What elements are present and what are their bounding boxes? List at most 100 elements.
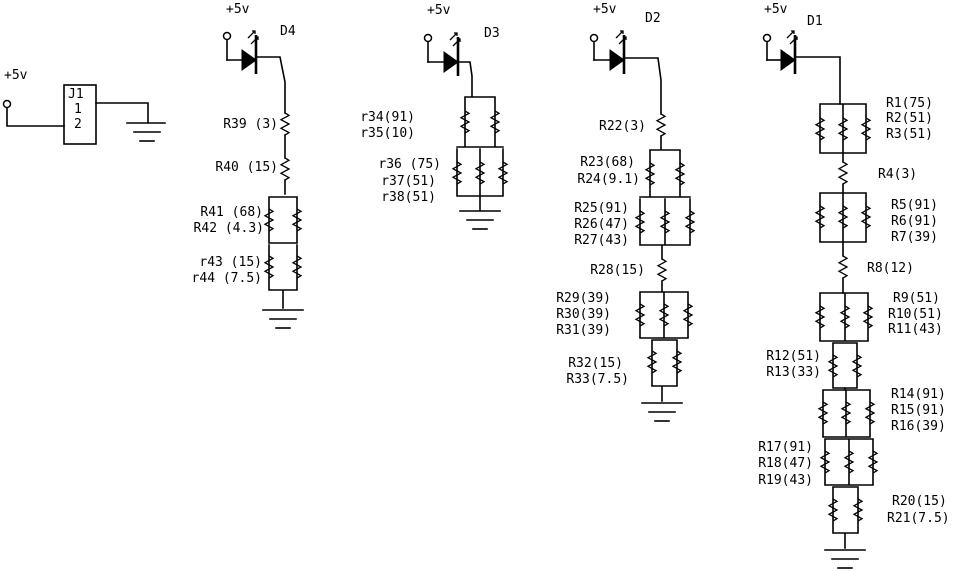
resistor-r44-icon xyxy=(291,255,303,279)
resistor-r24-icon xyxy=(674,162,686,186)
diode-label: D2 xyxy=(645,11,661,26)
resistor-r16-icon xyxy=(864,401,876,425)
resistor-r38-icon xyxy=(497,161,509,185)
resistor-r3-icon xyxy=(860,117,872,141)
resistor-r19-icon xyxy=(867,450,879,474)
diode-label: D4 xyxy=(280,24,296,39)
supply-terminal xyxy=(589,33,599,43)
resistor-r39-icon xyxy=(279,112,291,136)
resistor-label-r19: R19(43) xyxy=(758,473,813,488)
resistor-r36-icon xyxy=(451,161,463,185)
resistor-label-r35: r35(10) xyxy=(360,126,415,141)
resistor-r42-icon xyxy=(291,208,303,232)
led-icon xyxy=(443,32,461,76)
d4-branch: +5v D4 R39 (3) R40 (15) R41 (68) R42 (4.… xyxy=(192,2,304,329)
resistor-label-r32: R32(15) xyxy=(568,356,623,371)
wire xyxy=(623,57,662,115)
resistor-r35-icon xyxy=(489,110,501,134)
connector-j1: +5v J1 1 2 xyxy=(2,68,166,145)
resistor-label-r6: R6(91) xyxy=(891,214,938,229)
resistor-r43-icon xyxy=(263,255,275,279)
resistor-label-r40: R40 (15) xyxy=(215,160,278,175)
resistor-label-r15: R15(91) xyxy=(891,403,946,418)
wire xyxy=(794,56,841,105)
resistor-label-r34: r34(91) xyxy=(360,110,415,125)
led-icon xyxy=(609,30,627,74)
resistor-label-r22: R22(3) xyxy=(599,119,646,134)
resistor-r7-icon xyxy=(860,205,872,229)
resistor-label-r21: R21(7.5) xyxy=(887,511,950,526)
wire xyxy=(268,244,298,309)
resistor-label-r16: R16(39) xyxy=(891,419,946,434)
resistor-label-r38: r38(51) xyxy=(381,190,436,205)
supply-label: +5v xyxy=(427,3,451,18)
resistor-r11-icon xyxy=(862,305,874,329)
resistor-label-r17: R17(91) xyxy=(758,440,813,455)
resistor-r2-icon xyxy=(837,117,849,141)
resistor-label-r27: R27(43) xyxy=(574,233,629,248)
resistor-r4-icon xyxy=(837,161,849,185)
resistor-r18-icon xyxy=(843,450,855,474)
resistor-r10-icon xyxy=(839,305,851,329)
wire xyxy=(832,486,859,549)
resistor-r41-icon xyxy=(263,208,275,232)
wire xyxy=(639,280,689,339)
resistor-label-r7: R7(39) xyxy=(891,230,938,245)
resistor-r32-icon xyxy=(646,350,658,374)
wire xyxy=(268,179,298,244)
led-icon xyxy=(780,30,798,74)
connector-name: J1 xyxy=(68,87,84,102)
resistor-label-r11: R11(43) xyxy=(888,322,943,337)
resistor-r6-icon xyxy=(837,205,849,229)
wire xyxy=(819,192,867,243)
resistor-label-r12: R12(51) xyxy=(766,349,821,364)
resistor-label-r10: R10(51) xyxy=(888,307,943,322)
ground-symbol xyxy=(459,210,501,230)
resistor-label-r5: R5(91) xyxy=(891,198,938,213)
wire xyxy=(456,61,504,148)
ground-symbol xyxy=(262,309,304,329)
resistor-label-r18: R18(47) xyxy=(758,456,813,471)
resistor-r9-icon xyxy=(814,305,826,329)
resistor-label-r1: R1(75) xyxy=(886,96,933,111)
d1-branch: +5v D1 xyxy=(758,2,950,569)
resistor-r5-icon xyxy=(814,205,826,229)
diode-label: D1 xyxy=(807,14,823,29)
resistor-label-r44: r44 (7.5) xyxy=(192,271,262,286)
wire xyxy=(255,56,286,114)
resistor-r37-icon xyxy=(474,161,486,185)
ground-symbol xyxy=(641,402,683,422)
wire xyxy=(95,102,149,123)
wire xyxy=(819,103,867,154)
resistor-label-r28: R28(15) xyxy=(590,263,645,278)
resistor-r31-icon xyxy=(682,303,694,327)
d2-branch: +5v D2 R22(3) R23(6 xyxy=(556,2,696,422)
resistor-label-r13: R13(33) xyxy=(766,365,821,380)
resistor-label-r23: R23(68) xyxy=(580,155,635,170)
resistor-r27-icon xyxy=(684,210,696,234)
diode-label: D3 xyxy=(484,26,500,41)
resistor-label-r29: R29(39) xyxy=(556,291,611,306)
supply-label: +5v xyxy=(4,68,28,83)
led-icon xyxy=(241,30,259,74)
resistor-label-r31: R31(39) xyxy=(556,323,611,338)
resistor-r12-icon xyxy=(827,354,839,378)
wire xyxy=(819,292,869,342)
wire xyxy=(824,438,874,486)
ground-symbol xyxy=(824,549,866,569)
d3-branch: +5v D3 r34(91) r35(10) r36 (75) r37(51) … xyxy=(360,3,509,230)
resistor-r25-icon xyxy=(634,210,646,234)
supply-terminal xyxy=(762,33,772,43)
resistor-r23-icon xyxy=(644,162,656,186)
resistor-label-r9: R9(51) xyxy=(893,291,940,306)
supply-label: +5v xyxy=(764,2,788,17)
ground-symbol xyxy=(126,122,166,142)
resistor-label-r26: R26(47) xyxy=(574,217,629,232)
wire xyxy=(832,342,858,389)
wire xyxy=(639,135,691,198)
resistor-r34-icon xyxy=(459,110,471,134)
wire xyxy=(639,198,691,260)
wire xyxy=(822,387,871,438)
resistor-label-r3: R3(51) xyxy=(886,127,933,142)
resistor-r14-icon xyxy=(817,401,829,425)
